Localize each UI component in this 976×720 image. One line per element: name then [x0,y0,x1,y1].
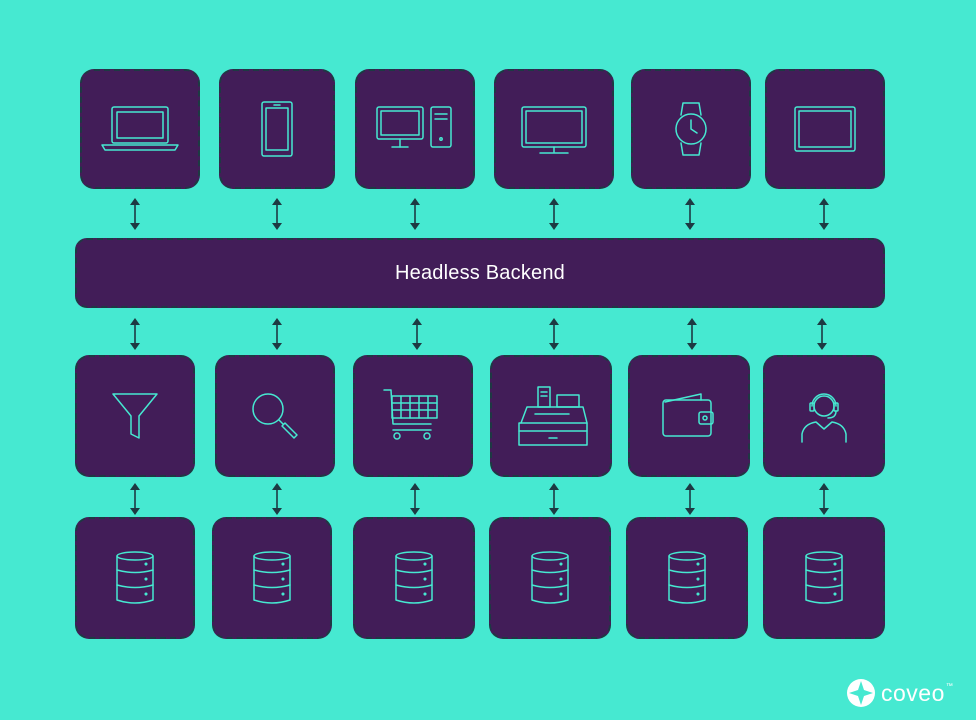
coveo-logo: coveo ™ [846,677,953,709]
device-tile-tablet [765,69,885,189]
service-tile-cash-register [490,355,612,477]
device-tile-laptop [80,69,200,189]
laptop-icon [101,106,179,151]
bidirectional-arrow-icon [410,483,420,515]
backend-label: Headless Backend [395,261,565,284]
database-icon [531,551,569,604]
customer-support-headset-icon [801,393,847,443]
device-tile-smartwatch [631,69,751,189]
database-tile-1 [75,517,195,639]
coveo-logo-icon [847,679,875,707]
device-tile-smartphone [219,69,335,189]
cash-register-icon [518,386,588,446]
trademark-symbol: ™ [945,683,953,690]
headless-backend-block: Headless Backend [75,238,885,308]
bidirectional-arrow-icon [272,318,282,350]
database-tile-3 [353,517,475,639]
database-icon [395,551,433,604]
bidirectional-arrow-icon [130,198,140,230]
shopping-cart-icon [383,389,438,440]
bidirectional-arrow-icon [549,198,559,230]
monitor-icon [521,106,587,154]
tablet-icon [794,106,856,152]
desktop-computer-icon [376,106,452,148]
search-icon [252,393,298,439]
bidirectional-arrow-icon [130,318,140,350]
bidirectional-arrow-icon [130,483,140,515]
service-tile-filter [75,355,195,477]
bidirectional-arrow-icon [549,483,559,515]
bidirectional-arrow-icon [410,198,420,230]
smartwatch-icon [675,102,707,156]
database-tile-6 [763,517,885,639]
device-tile-desktop [355,69,475,189]
database-icon [805,551,843,604]
bidirectional-arrow-icon [817,318,827,350]
wallet-icon [662,393,714,437]
filter-funnel-icon [112,393,158,439]
coveo-wordmark: coveo [881,679,945,706]
database-icon [116,551,154,604]
bidirectional-arrow-icon [685,483,695,515]
service-tile-cart [353,355,473,477]
database-tile-5 [626,517,748,639]
database-tile-2 [212,517,332,639]
service-tile-search [215,355,335,477]
bidirectional-arrow-icon [272,483,282,515]
smartphone-icon [261,101,293,157]
bidirectional-arrow-icon [412,318,422,350]
device-tile-monitor [494,69,614,189]
service-tile-wallet [628,355,750,477]
bidirectional-arrow-icon [685,198,695,230]
service-tile-support [763,355,885,477]
bidirectional-arrow-icon [819,198,829,230]
database-icon [253,551,291,604]
database-tile-4 [489,517,611,639]
bidirectional-arrow-icon [549,318,559,350]
bidirectional-arrow-icon [687,318,697,350]
database-icon [668,551,706,604]
bidirectional-arrow-icon [819,483,829,515]
bidirectional-arrow-icon [272,198,282,230]
